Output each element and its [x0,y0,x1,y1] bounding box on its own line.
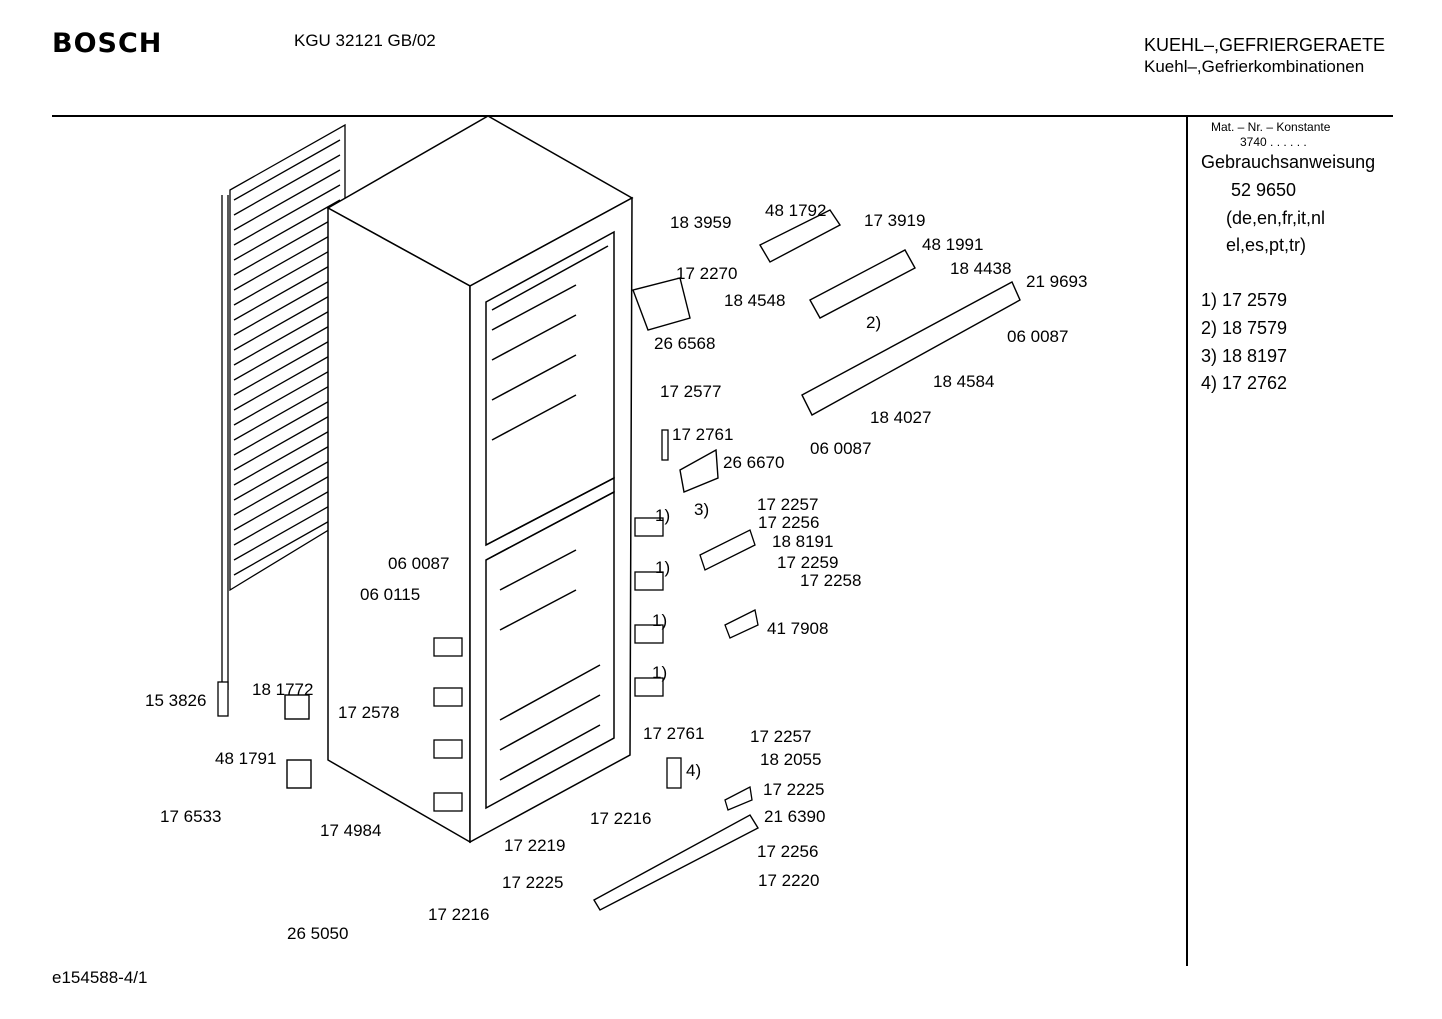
part-label: 17 2220 [758,871,819,890]
fridge-cabinet [326,115,634,844]
part-label: 06 0087 [1007,327,1068,346]
manual-languages-1: (de,en,fr,it,nl [1226,208,1326,228]
part-label: 18 8191 [772,532,833,551]
brand-logo: BOSCH [52,28,163,59]
part-label: 41 7908 [767,619,828,638]
category-title: KUEHL–,GEFRIERGERAETE [1144,35,1386,55]
footnote-2: 2) 18 7579 [1201,318,1288,338]
part-label: 17 4984 [320,821,381,840]
part-label: 06 0087 [388,554,449,573]
mat-number-value: 3740 . . . . . . [1240,135,1307,149]
part-label: 48 1792 [765,201,826,220]
part-label: 17 2219 [504,836,565,855]
part-label: 17 6533 [160,807,221,826]
part-label: 1) [652,663,667,682]
part-label: 06 0115 [360,585,420,604]
part-label: 15 3826 [145,691,206,710]
mat-number-label: Mat. – Nr. – Konstante [1211,120,1331,134]
manual-number: 52 9650 [1231,180,1297,200]
part-label: 1) [652,611,667,630]
part-label: 17 2256 [757,842,818,861]
part-label: 17 3919 [864,211,925,230]
manual-languages-2: el,es,pt,tr) [1226,235,1307,255]
part-label: 17 2258 [800,571,861,590]
part-label: 4) [686,761,701,780]
part-label: 06 0087 [810,439,871,458]
part-label: 17 2257 [750,727,811,746]
part-label: 17 2259 [777,553,838,572]
part-label: 21 6390 [764,807,825,826]
part-label: 18 4548 [724,291,785,310]
footnote-1: 1) 17 2579 [1201,290,1288,310]
control-panel-assembly [284,209,1021,911]
part-label: 17 2577 [660,382,721,401]
part-label: 18 4584 [933,372,994,391]
category-subtitle: Kuehl–,Gefrierkombinationen [1144,57,1365,76]
part-label: 18 1772 [252,680,313,699]
manual-label: Gebrauchsanweisung [1201,152,1376,172]
part-labels: 18 3959 48 1792 17 3919 48 1991 17 2270 … [145,201,1087,943]
model-number: KGU 32121 GB/02 [294,31,436,50]
footnote-4: 4) 17 2762 [1201,373,1288,393]
drawing-code: e154588-4/1 [52,968,148,987]
part-label: 17 2761 [672,425,733,444]
part-label: 17 2761 [643,724,704,743]
footnote-3: 3) 18 8197 [1201,346,1288,366]
part-label: 17 2270 [676,264,737,283]
part-label: 18 4027 [870,408,931,427]
part-label: 17 2225 [763,780,824,799]
part-label: 26 6568 [654,334,715,353]
hinge-and-clip-parts [217,429,759,812]
part-label: 18 2055 [760,750,821,769]
part-label: 26 6670 [723,453,784,472]
part-label: 17 2257 [757,495,818,514]
part-label: 1) [655,506,670,525]
part-label: 2) [866,313,881,332]
part-label: 48 1991 [922,235,983,254]
part-label: 1) [655,558,670,577]
part-label: 17 2216 [590,809,651,828]
part-label: 17 2216 [428,905,489,924]
condenser-coil [221,123,346,690]
part-label: 17 2225 [502,873,563,892]
part-label: 21 9693 [1026,272,1087,291]
part-label: 17 2256 [758,513,819,532]
part-label: 18 4438 [950,259,1011,278]
part-label: 18 3959 [670,213,731,232]
part-label: 3) [694,500,709,519]
part-label: 26 5050 [287,924,348,943]
part-label: 48 1791 [215,749,276,768]
part-label: 17 2578 [338,703,399,722]
